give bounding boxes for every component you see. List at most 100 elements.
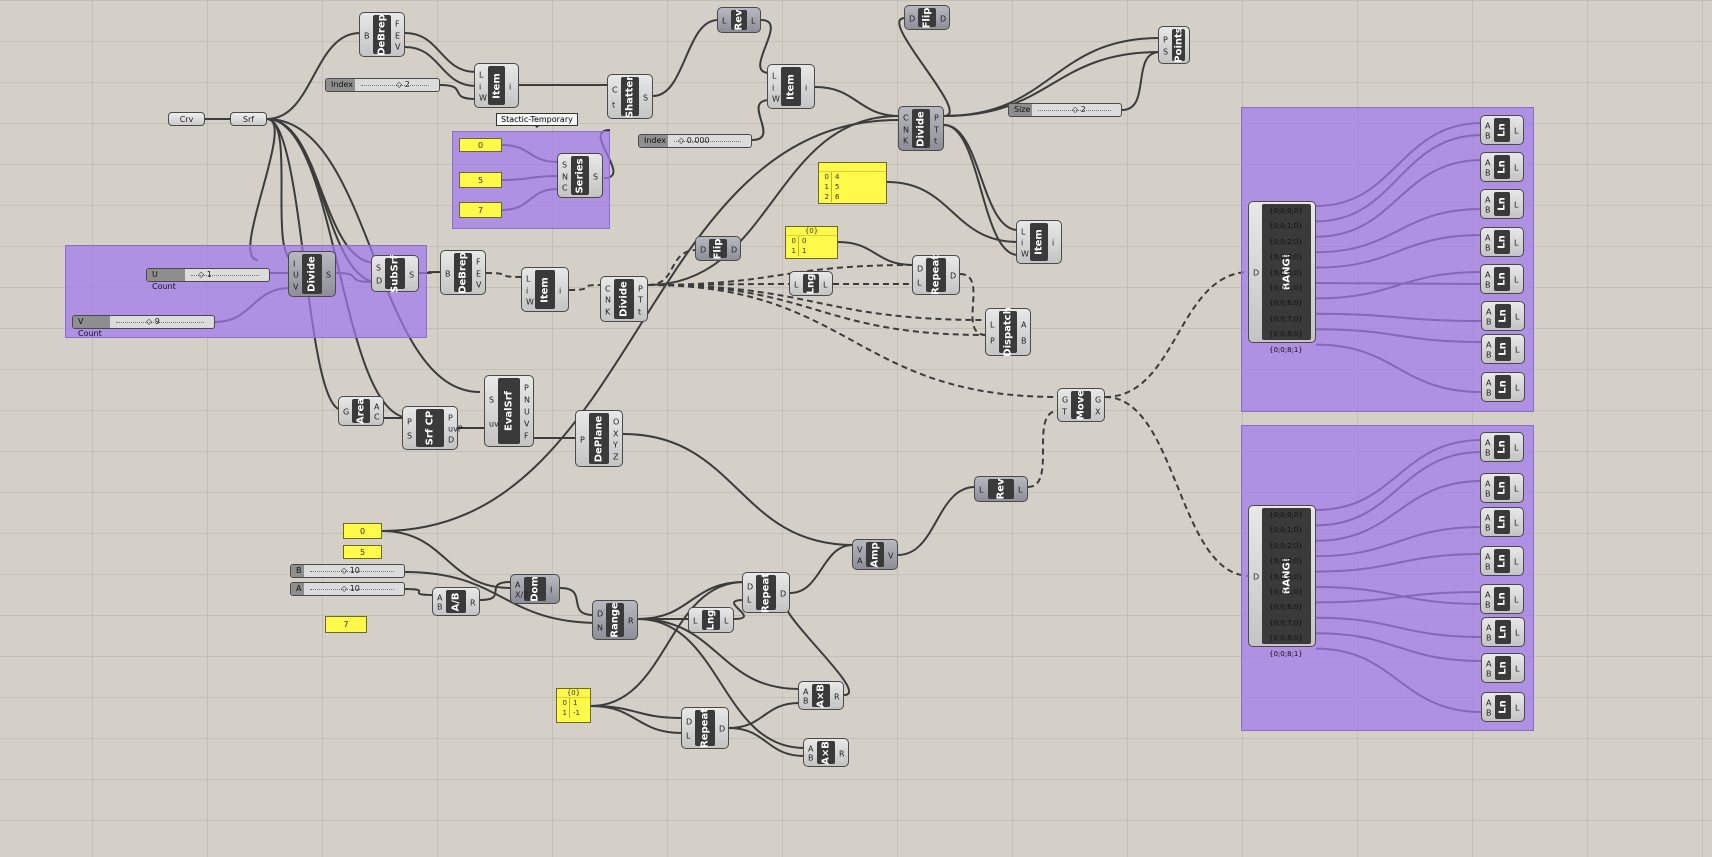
- slider-grip-value[interactable]: ◇ 9: [146, 317, 160, 326]
- input-port-d[interactable]: D: [909, 14, 916, 23]
- input-port-a[interactable]: A: [1485, 513, 1491, 523]
- wire[interactable]: [959, 273, 987, 336]
- wire[interactable]: [1121, 51, 1161, 111]
- output-port-r[interactable]: R: [834, 692, 840, 701]
- component-body[interactable]: Series: [571, 156, 589, 195]
- crv-param[interactable]: Crv: [168, 112, 205, 126]
- component-body[interactable]: Ln: [1495, 695, 1511, 719]
- component-body[interactable]: Repeat: [926, 255, 946, 295]
- component-body[interactable]: Shatter: [621, 75, 639, 118]
- output-path[interactable]: {0;0;3;0}: [1269, 253, 1303, 262]
- input-port-d[interactable]: D: [747, 582, 754, 592]
- output-port-i[interactable]: i: [1052, 238, 1055, 248]
- component-body[interactable]: Area: [352, 398, 370, 424]
- output-port-l[interactable]: L: [1514, 238, 1519, 248]
- output-port-d[interactable]: D: [731, 245, 738, 254]
- output-path[interactable]: {0;0;8;1}: [1269, 649, 1303, 658]
- wire[interactable]: [728, 702, 800, 729]
- output-port-d[interactable]: D: [940, 14, 947, 23]
- component-body[interactable]: Lng: [702, 610, 720, 630]
- input-port-b[interactable]: B: [1486, 350, 1492, 360]
- output-port-l[interactable]: L: [751, 16, 756, 26]
- panel-5-top[interactable]: 5: [459, 172, 502, 188]
- output-port-i[interactable]: I: [550, 585, 553, 595]
- output-port-g[interactable]: G: [1095, 395, 1102, 405]
- output-port-l[interactable]: L: [1514, 163, 1519, 173]
- input-port-p[interactable]: P: [1163, 35, 1168, 45]
- input-port-a[interactable]: A: [437, 593, 443, 603]
- input-port-a[interactable]: A: [1485, 121, 1491, 131]
- output-path[interactable]: {0;0;3;0}: [1269, 557, 1303, 566]
- input-port-d[interactable]: D: [917, 264, 924, 274]
- slider-track[interactable]: [191, 275, 259, 276]
- input-port-b[interactable]: B: [1485, 489, 1491, 499]
- input-port-d[interactable]: D: [1253, 268, 1260, 278]
- output-port-l[interactable]: L: [1514, 275, 1519, 285]
- input-port-c[interactable]: C: [612, 85, 618, 95]
- output-path[interactable]: {0;0;8;1}: [1269, 345, 1303, 354]
- output-port-l[interactable]: L: [1515, 345, 1520, 355]
- wire[interactable]: [647, 249, 698, 286]
- input-port-w[interactable]: W: [1021, 249, 1029, 259]
- input-port-a[interactable]: A: [1485, 590, 1491, 600]
- slider-index-top[interactable]: Index◇ 2: [325, 78, 440, 92]
- wire[interactable]: [249, 118, 276, 261]
- component-body[interactable]: Divide: [614, 279, 634, 319]
- input-port-a[interactable]: A: [1485, 195, 1491, 205]
- input-port-s[interactable]: S: [407, 431, 413, 441]
- input-port-b[interactable]: B: [1485, 600, 1491, 610]
- input-port-d[interactable]: D: [686, 717, 693, 727]
- output-port-l[interactable]: L: [823, 280, 828, 289]
- output-path[interactable]: {0;0;2;0}: [1269, 541, 1303, 550]
- output-port-x[interactable]: X: [1095, 407, 1101, 417]
- component-body[interactable]: Dom: [524, 576, 546, 602]
- input-port-b[interactable]: B: [445, 269, 451, 278]
- output-port-t[interactable]: t: [638, 307, 642, 316]
- input-port-c[interactable]: C: [605, 284, 611, 293]
- output-port-s[interactable]: S: [643, 93, 649, 102]
- output-port-b[interactable]: B: [1021, 336, 1027, 346]
- slider-grip-value[interactable]: ◇ 10: [341, 584, 360, 593]
- output-port-i[interactable]: i: [805, 83, 808, 92]
- input-port-l[interactable]: L: [772, 71, 777, 81]
- output-path[interactable]: {0;0;0;0}: [1269, 207, 1303, 215]
- wire[interactable]: [266, 118, 297, 263]
- slider-track[interactable]: [310, 571, 394, 572]
- input-port-n[interactable]: N: [597, 623, 603, 633]
- output-port-v[interactable]: V: [395, 42, 401, 52]
- output-port-l[interactable]: L: [1514, 557, 1519, 567]
- output-port-o[interactable]: O: [613, 417, 620, 427]
- wire[interactable]: [1104, 271, 1251, 398]
- input-port-p[interactable]: P: [407, 417, 412, 427]
- component-body[interactable]: Divide: [912, 109, 930, 148]
- output-port-f[interactable]: F: [476, 257, 481, 267]
- input-port-l[interactable]: L: [794, 280, 799, 289]
- input-port-b[interactable]: B: [1486, 708, 1492, 718]
- wire[interactable]: [728, 727, 805, 757]
- output-port-l[interactable]: L: [1515, 703, 1520, 713]
- component-body[interactable]: Ln: [1494, 476, 1510, 500]
- component-body[interactable]: Ln: [1494, 587, 1510, 611]
- output-port-r[interactable]: R: [470, 598, 476, 607]
- input-port-a[interactable]: A: [1486, 340, 1492, 350]
- wire[interactable]: [1104, 396, 1251, 577]
- component-body[interactable]: Amp: [866, 542, 884, 567]
- input-port-l[interactable]: L: [917, 278, 922, 288]
- output-path[interactable]: {0;0;1;0}: [1269, 526, 1303, 535]
- slider-track[interactable]: [310, 589, 394, 590]
